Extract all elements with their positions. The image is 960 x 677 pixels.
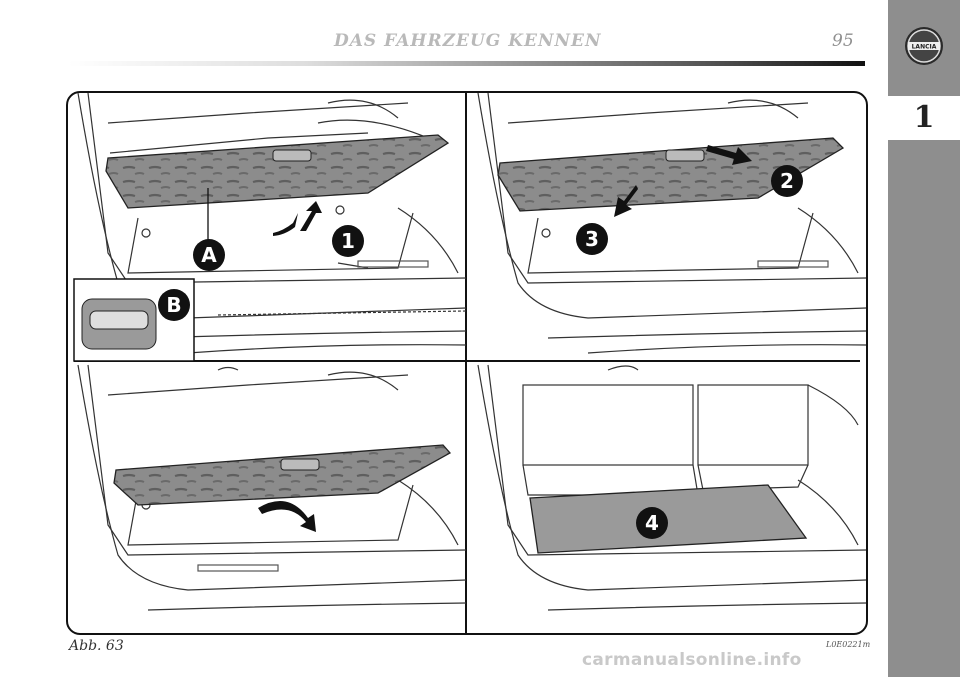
panel-rotate: [77, 364, 467, 611]
arrow-lift-icon: [273, 213, 298, 236]
shelf-handle-3: [280, 458, 320, 471]
parcel-shelf-panel-3: [113, 444, 452, 506]
inset-detail-b: B: [73, 278, 195, 362]
header-rule: [68, 61, 865, 66]
chapter-number: 1: [913, 100, 935, 135]
panel-step-4: [477, 364, 866, 611]
shelf-handle-2: [665, 149, 705, 162]
logo-text: LANCIA: [912, 44, 937, 51]
watermark: carmanualsonline.info: [582, 650, 802, 670]
label-step-2: 2: [780, 169, 794, 193]
panel-step-2-3: [477, 93, 866, 354]
image-code: L0E0221m: [826, 640, 871, 649]
label-step-3: 3: [585, 227, 599, 251]
figure-caption: Abb. 63: [69, 638, 124, 654]
parcel-shelf-panel-2: [497, 137, 845, 212]
chapter-tab[interactable]: 1: [888, 96, 960, 140]
trunk-illustration: 1 A B 2 3: [73, 93, 866, 633]
parcel-shelf-stowed-panel-4: [529, 484, 808, 554]
panel-step-1: [77, 93, 467, 354]
parcel-shelf-panel-1: [105, 134, 450, 209]
illustration-figure: 1 A B 2 3: [66, 91, 868, 635]
arrow-rotate-icon: [258, 500, 316, 532]
page-number: 95: [832, 31, 854, 51]
label-a: A: [201, 243, 217, 267]
label-b: B: [166, 293, 181, 317]
shelf-handle-1: [272, 149, 312, 162]
arrow-up-icon: [300, 201, 322, 231]
arrow-down-icon: [614, 185, 638, 217]
lancia-logo-icon: LANCIA: [905, 27, 943, 65]
label-step-4: 4: [645, 511, 659, 535]
page-header-title: DAS FAHRZEUG KENNEN: [334, 31, 602, 51]
label-step-1: 1: [341, 229, 355, 253]
arrow-slide-icon: [706, 145, 752, 165]
